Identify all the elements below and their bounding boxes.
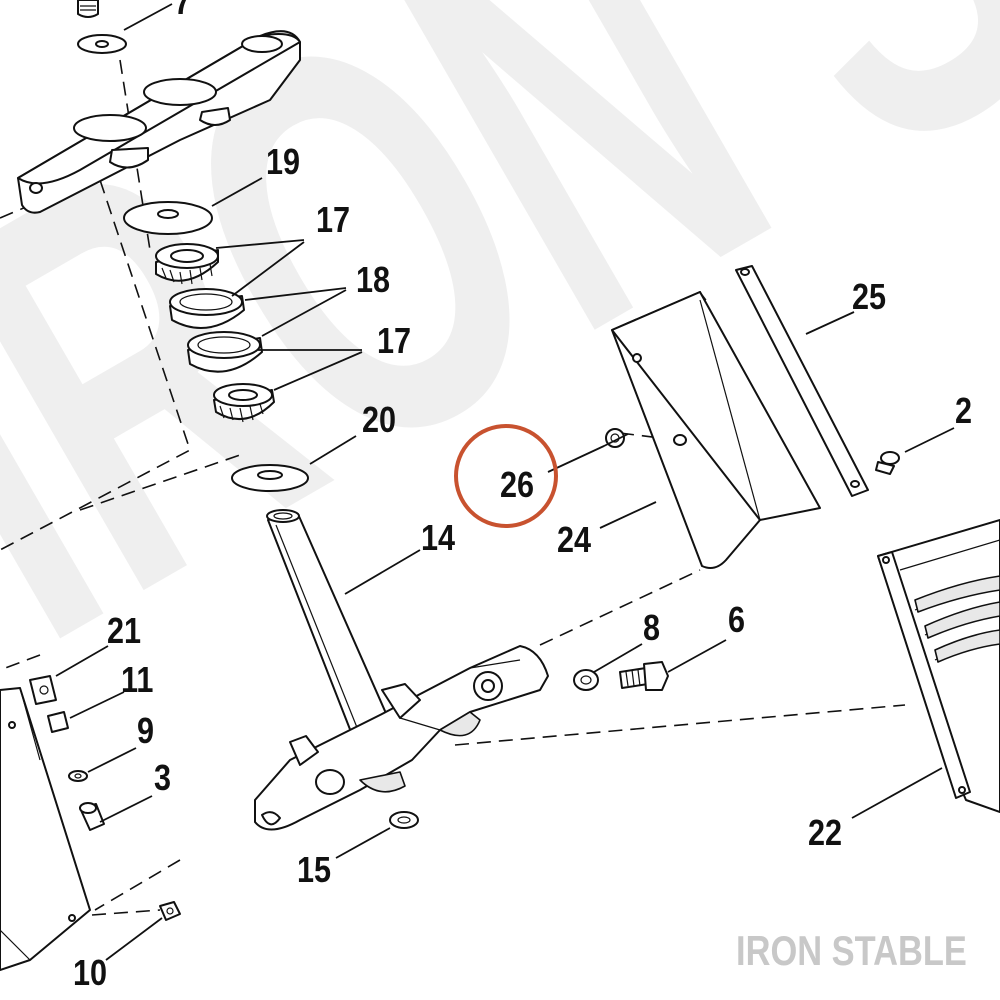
highlight-circle (454, 424, 558, 528)
callout-25: 25 (852, 276, 887, 317)
callout-3: 3 (154, 757, 172, 798)
callout-17-lower: 17 (377, 320, 412, 361)
part-24-cover (611, 291, 821, 569)
part-upper-triple-clamp (17, 30, 301, 214)
callout-8: 8 (643, 607, 661, 648)
callout-21: 21 (107, 610, 142, 651)
callout-11: 11 (121, 659, 154, 700)
callout-19: 19 (266, 141, 301, 182)
part-17-lower-bearing (213, 383, 275, 423)
part-7-bolt-and-washer (77, 0, 127, 54)
part-6-bolt (619, 661, 669, 691)
part-14-steering-stem (266, 509, 401, 761)
callout-9: 9 (137, 710, 155, 751)
part-19-washer (123, 201, 213, 235)
callout-22: 22 (808, 812, 843, 853)
part-left-bracket (0, 687, 91, 971)
part-15-washer (389, 811, 419, 829)
part-lower-triple-clamp (254, 645, 549, 831)
part-18-lower-race (187, 331, 263, 373)
part-17-upper-bearing (155, 243, 219, 285)
part-10-nut (159, 901, 181, 921)
callout-20: 20 (362, 399, 397, 440)
part-21-bracket (29, 675, 57, 705)
part-18-upper-race (169, 288, 245, 329)
part-22-housing (877, 519, 1000, 813)
callout-2: 2 (955, 390, 973, 431)
part-8-washer (573, 669, 599, 691)
part-2-screw (875, 451, 900, 475)
callout-17-upper: 17 (316, 199, 351, 240)
callout-6: 6 (728, 599, 746, 640)
callout-15: 15 (297, 849, 332, 890)
callout-10: 10 (73, 952, 108, 993)
leader-lines (55, 3, 955, 961)
callout-26: 26 (500, 464, 535, 505)
part-20-washer (231, 464, 309, 492)
callout-14: 14 (421, 517, 456, 558)
part-11-nut (47, 711, 69, 733)
part-9-washer (68, 770, 88, 782)
part-25-strip (735, 265, 869, 497)
callout-24: 24 (557, 519, 592, 560)
centerline-dashes (0, 59, 906, 916)
callout-18: 18 (356, 259, 391, 300)
part-3-screw (79, 802, 105, 831)
callout-7: 7 (174, 0, 192, 22)
brand-logo-text: IRON STABLE (736, 927, 967, 974)
